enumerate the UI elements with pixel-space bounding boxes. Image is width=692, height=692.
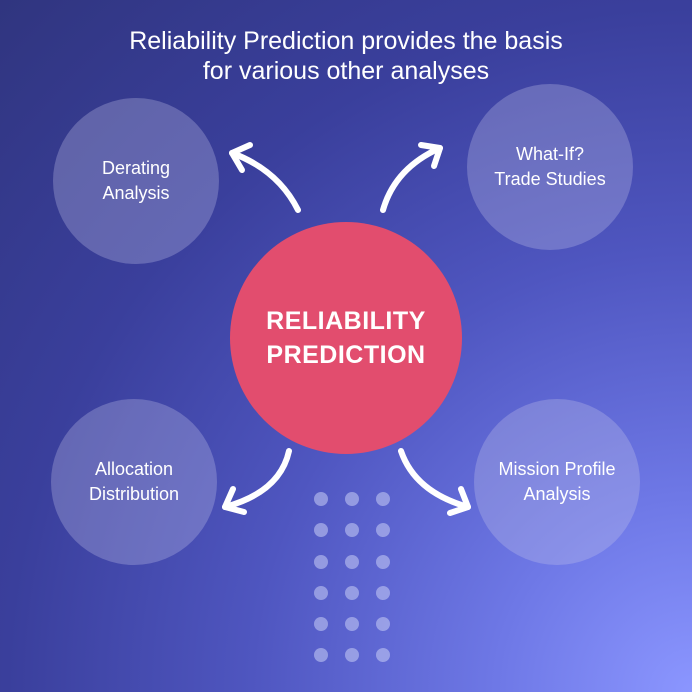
dot — [314, 617, 328, 631]
dot — [345, 492, 359, 506]
arrow-to-allocation — [222, 448, 292, 515]
dot — [314, 523, 328, 537]
dot — [345, 617, 359, 631]
node-what-if-trade-studies: What-If? Trade Studies — [467, 84, 633, 250]
dot — [376, 586, 390, 600]
central-node-reliability-prediction: RELIABILITY PREDICTION — [230, 222, 462, 454]
node-label-line-2: Analysis — [523, 484, 591, 504]
dot — [376, 523, 390, 537]
dot — [376, 492, 390, 506]
hub-label-line-1: RELIABILITY — [266, 307, 426, 335]
dot — [314, 648, 328, 662]
node-label-line-1: Mission Profile — [498, 459, 616, 479]
dot — [376, 648, 390, 662]
title-line-1: Reliability Prediction provides the basi… — [129, 27, 563, 55]
node-mission-profile-analysis: Mission Profile Analysis — [474, 399, 640, 565]
arrow-to-what-if — [380, 142, 443, 213]
node-label-line-2: Distribution — [88, 484, 180, 504]
diagram-title: Reliability Prediction provides the basi… — [0, 26, 692, 86]
dot — [345, 523, 359, 537]
node-label-line-2: Trade Studies — [494, 169, 606, 189]
dot — [345, 586, 359, 600]
node-label-line-1: Derating — [101, 158, 171, 178]
dot — [314, 492, 328, 506]
node-label-line-1: What-If? — [515, 144, 585, 164]
dot — [376, 617, 390, 631]
title-line-2: for various other analyses — [202, 57, 490, 85]
dot — [314, 586, 328, 600]
arrow-to-derating — [229, 142, 301, 213]
node-allocation-distribution: Allocation Distribution — [51, 399, 217, 565]
node-label-line-1: Allocation — [94, 459, 174, 479]
arrow-to-mission-profile — [398, 448, 471, 516]
dot — [345, 555, 359, 569]
node-label-line-2: Analysis — [102, 183, 170, 203]
dot — [314, 555, 328, 569]
hub-label-line-2: PREDICTION — [266, 341, 426, 369]
node-derating-analysis: Derating Analysis — [53, 98, 219, 264]
dot — [345, 648, 359, 662]
dot — [376, 555, 390, 569]
